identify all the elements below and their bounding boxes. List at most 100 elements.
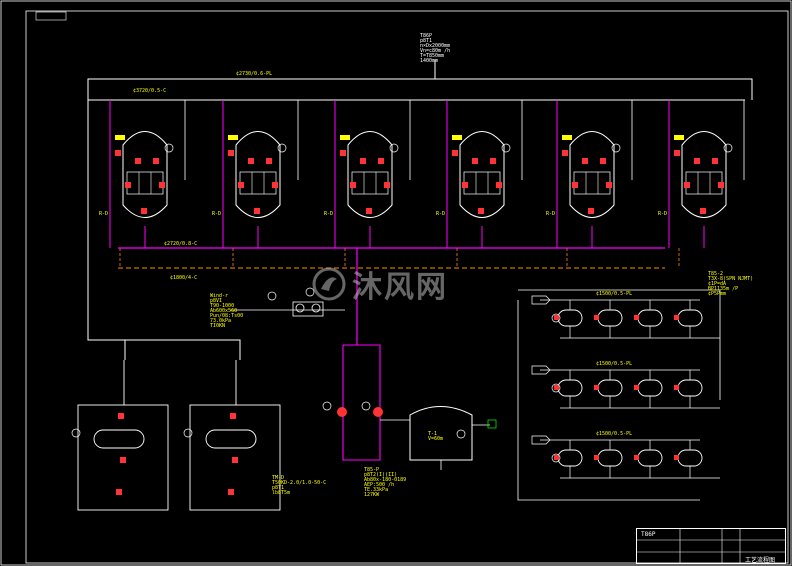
reactor-2 bbox=[222, 100, 299, 268]
reactor-label: R-D bbox=[212, 211, 222, 217]
orange-bus-label: ¢1800/4-C bbox=[170, 275, 198, 281]
instrument-icon bbox=[684, 182, 690, 188]
storage-tank bbox=[409, 406, 497, 470]
filter-bank-2 bbox=[531, 365, 720, 409]
pump-note: T85-P p8T2(I)(II) Ab80x-180-0189 AEP:500… bbox=[364, 467, 407, 498]
instrument-icon bbox=[118, 413, 124, 419]
agitator-icon bbox=[501, 143, 511, 153]
instrument-icon bbox=[554, 315, 559, 320]
instrument-icon bbox=[272, 182, 278, 188]
instrument-tag-icon bbox=[183, 428, 193, 438]
instrument-icon bbox=[248, 158, 254, 164]
instrument-icon bbox=[700, 208, 706, 214]
reactor-group bbox=[109, 100, 745, 268]
instrument-icon bbox=[384, 182, 390, 188]
lower-left-separators bbox=[71, 360, 281, 511]
instrument-icon bbox=[452, 150, 458, 156]
instrument-icon bbox=[712, 158, 718, 164]
pump-loop-magenta bbox=[342, 344, 381, 461]
blower-note: Wind-r p8VI T90-1000 Ab600x560 Pun/08:Ts… bbox=[210, 293, 244, 329]
instrument-icon bbox=[115, 150, 121, 156]
instrument-icon bbox=[159, 182, 165, 188]
agitator-icon bbox=[723, 143, 733, 153]
instrument-icon bbox=[674, 315, 679, 320]
agitator-icon bbox=[389, 143, 399, 153]
instrument-icon bbox=[674, 385, 679, 390]
blower-tag-icon bbox=[267, 291, 277, 301]
instrument-icon bbox=[674, 150, 680, 156]
tank-label: T-1 V=60m bbox=[428, 431, 444, 442]
instrument-icon bbox=[141, 208, 147, 214]
reactor-4 bbox=[446, 100, 523, 268]
agitator-icon bbox=[164, 143, 174, 153]
instrument-icon bbox=[634, 315, 639, 320]
instrument-icon bbox=[228, 489, 234, 495]
right-note: T85-2 T3X-8(SPN NJMT) ¢1P=dA BP1135m /P … bbox=[708, 271, 754, 297]
instrument-icon bbox=[718, 182, 724, 188]
right-header-label-1: ¢1500/0.5-PL bbox=[596, 291, 633, 297]
separator-2 bbox=[183, 360, 281, 511]
agitator-icon bbox=[277, 143, 287, 153]
instrument-icon bbox=[694, 158, 700, 164]
title-block-title: 工艺流程图 bbox=[745, 557, 776, 564]
instrument-icon bbox=[594, 385, 599, 390]
filter-bank-1 bbox=[531, 295, 720, 339]
instrument-icon bbox=[116, 489, 122, 495]
reactor-6 bbox=[668, 100, 745, 268]
agitator-icon bbox=[611, 143, 621, 153]
instrument-icon bbox=[572, 182, 578, 188]
instrument-icon bbox=[462, 182, 468, 188]
instrument-icon bbox=[228, 150, 234, 156]
instrument-icon bbox=[366, 208, 372, 214]
instrument-icon bbox=[340, 150, 346, 156]
reactor-1 bbox=[109, 100, 186, 268]
instrument-icon bbox=[594, 455, 599, 460]
instrument-icon bbox=[135, 158, 141, 164]
title-block-code: T86P bbox=[641, 531, 656, 538]
left-down-pipe bbox=[87, 100, 241, 360]
instrument-icon bbox=[125, 182, 131, 188]
instrument-icon bbox=[674, 455, 679, 460]
instrument-icon bbox=[120, 457, 126, 463]
drawing-frame-inner bbox=[25, 10, 789, 564]
frame-tag bbox=[35, 11, 67, 21]
instrument-icon bbox=[634, 385, 639, 390]
reactor-3 bbox=[334, 100, 411, 268]
reactor-label: R-D bbox=[324, 211, 334, 217]
lower-left-note: TM-D T50KD-2.0/1.0-50-C p8T1 lb8T5m bbox=[272, 475, 327, 496]
watermark: 沐风网 bbox=[312, 262, 448, 306]
right-return-pipe bbox=[517, 300, 700, 501]
magenta-bus-label: ¢2720/0.8-C bbox=[164, 241, 198, 247]
instrument-tag-icon bbox=[551, 383, 561, 393]
mufeng-logo-icon bbox=[312, 267, 346, 301]
instrument-icon bbox=[478, 208, 484, 214]
instrument-tag-icon bbox=[551, 453, 561, 463]
separator-1 bbox=[71, 360, 169, 511]
reactor-label: R-D bbox=[436, 211, 446, 217]
instrument-icon bbox=[496, 182, 502, 188]
instrument-icon bbox=[254, 208, 260, 214]
instrument-icon bbox=[562, 150, 568, 156]
pump-group bbox=[322, 401, 410, 421]
instrument-icon bbox=[350, 182, 356, 188]
tank-instrument-icon bbox=[456, 429, 466, 439]
right-filter-banks bbox=[531, 295, 720, 479]
reactor-label: R-D bbox=[99, 211, 109, 217]
right-header-label-3: ¢1500/0.5-PL bbox=[596, 431, 633, 437]
right-header-label-2: ¢1500/0.5-PL bbox=[596, 361, 633, 367]
watermark-text: 沐风网 bbox=[352, 270, 448, 305]
instrument-icon bbox=[360, 158, 366, 164]
instrument-icon bbox=[153, 158, 159, 164]
blower-group bbox=[230, 287, 345, 317]
right-connector-pipe bbox=[518, 289, 721, 400]
title-block: T86P 工艺流程图 bbox=[636, 528, 786, 564]
reactor-5 bbox=[556, 100, 633, 268]
instrument-icon bbox=[554, 385, 559, 390]
instrument-icon bbox=[600, 158, 606, 164]
instrument-icon bbox=[606, 182, 612, 188]
instrument-icon bbox=[554, 455, 559, 460]
instrument-icon bbox=[230, 413, 236, 419]
instrument-icon bbox=[266, 158, 272, 164]
